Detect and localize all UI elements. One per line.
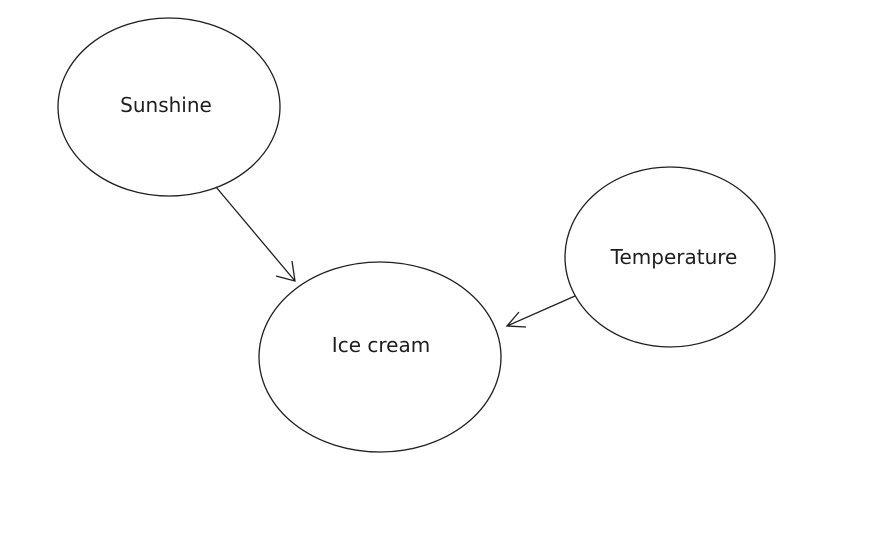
node-temperature-label: Temperature (610, 245, 738, 269)
node-ice-cream-circle[interactable] (258, 261, 502, 453)
node-sunshine-label: Sunshine (120, 93, 212, 117)
node-ice-cream-label: Ice cream (332, 333, 430, 357)
node-sunshine-circle[interactable] (57, 17, 281, 197)
edge-temperature-to-ice-cream (505, 295, 576, 328)
edge-sunshine-to-ice-cream (215, 186, 296, 282)
node-temperature-circle[interactable] (564, 166, 776, 348)
